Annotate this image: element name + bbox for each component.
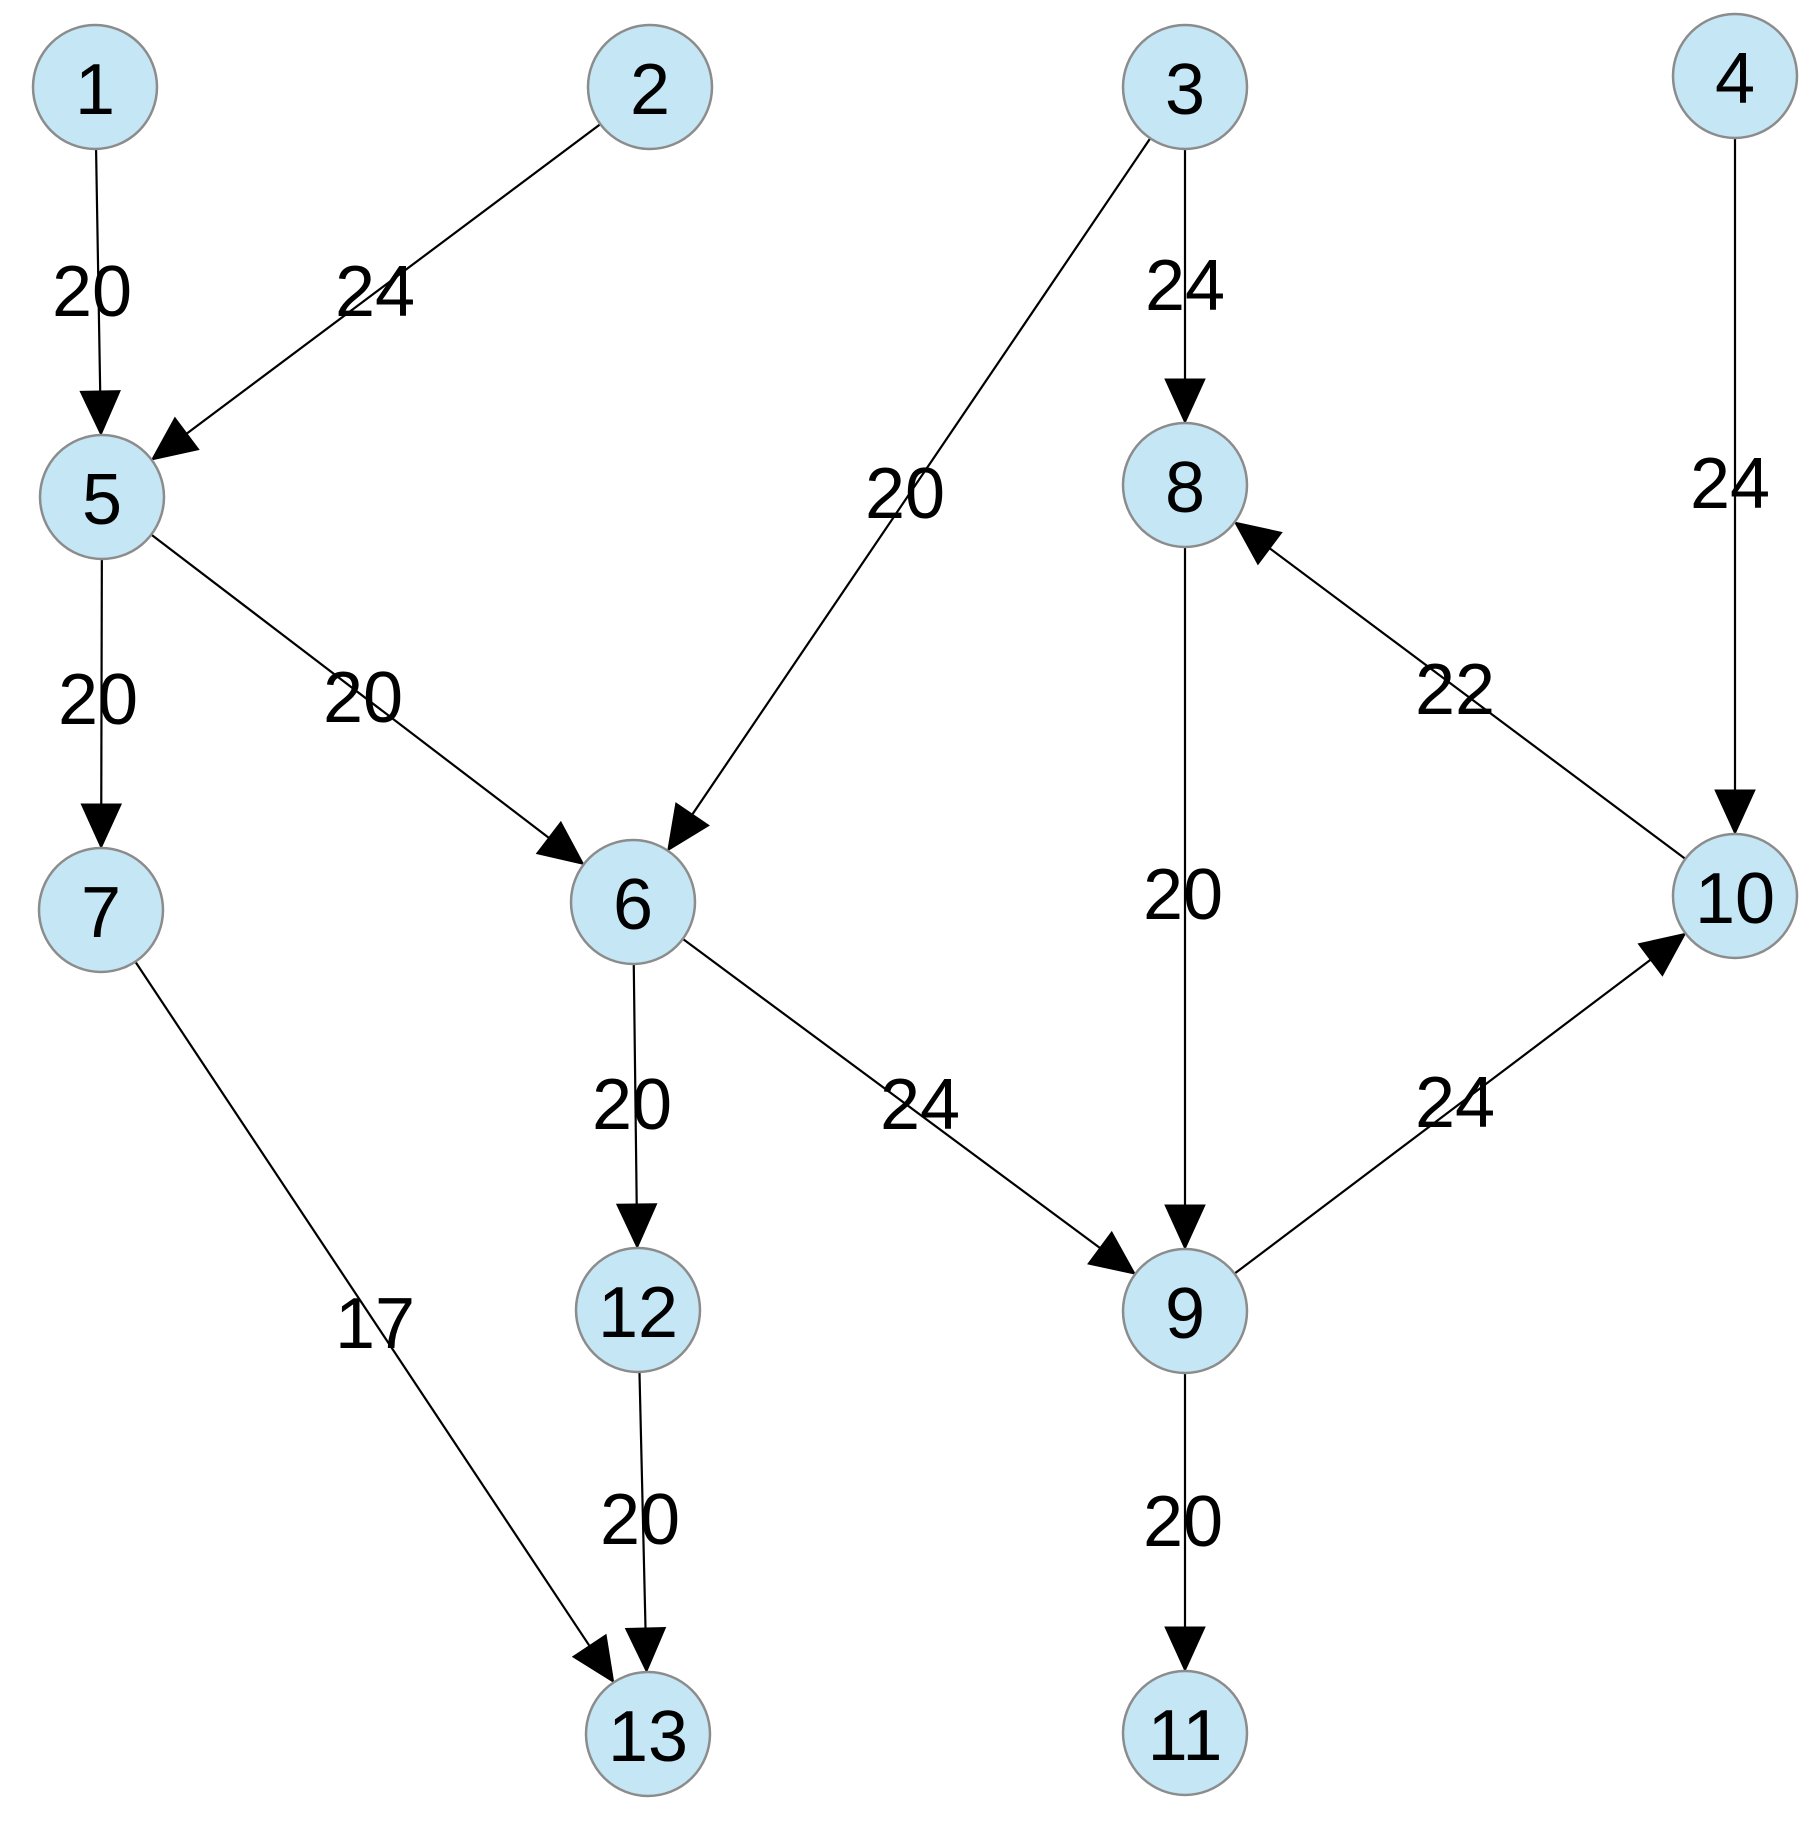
- edge-weight-label: 22: [1415, 650, 1495, 730]
- edge-weight-label: 24: [880, 1065, 960, 1145]
- edge-10-to-8: [1233, 521, 1686, 860]
- node-circle: [1121, 421, 1249, 549]
- edge-weight-label: 24: [335, 252, 415, 332]
- edge-weight-label: 20: [592, 1065, 672, 1145]
- node-5: 5: [38, 433, 166, 561]
- arrow-head-icon: [667, 802, 710, 852]
- arrow-head-icon: [624, 1627, 667, 1674]
- node-circle: [31, 23, 159, 151]
- edge-labels-layer: 20 24 20 24 24 20 20 22 20 20 24 24 17 20 20: [52, 246, 1770, 1562]
- edge-3-to-8: [1164, 149, 1206, 425]
- arrow-head-icon: [150, 416, 200, 461]
- edge-6-to-9: [682, 938, 1137, 1275]
- node-label: 4: [1715, 39, 1755, 119]
- node-circle: [1671, 12, 1799, 140]
- node-label: 2: [630, 50, 670, 130]
- edge-7-to-13: [134, 961, 615, 1684]
- node-circle: [586, 23, 714, 151]
- node-1: 1: [31, 23, 159, 151]
- node-label: 9: [1165, 1274, 1205, 1354]
- arrow-head-icon: [615, 1203, 658, 1250]
- node-label: 13: [608, 1697, 688, 1777]
- arrow-head-icon: [1714, 789, 1756, 836]
- node-circle: [37, 846, 165, 974]
- edge-6-to-12: [615, 963, 658, 1250]
- node-circle: [38, 433, 166, 561]
- arrow-head-icon: [1164, 1204, 1206, 1251]
- edge-line: [638, 1371, 647, 1629]
- node-label: 3: [1165, 50, 1205, 130]
- edge-line: [1269, 547, 1686, 860]
- node-10: 10: [1671, 832, 1799, 960]
- edge-line: [134, 961, 591, 1647]
- node-11: 11: [1121, 1669, 1249, 1797]
- node-circle: [1121, 23, 1249, 151]
- edge-9-to-10: [1233, 932, 1687, 1275]
- node-label: 12: [598, 1273, 678, 1353]
- edge-weight-label: 20: [600, 1480, 680, 1560]
- arrow-head-icon: [1164, 1626, 1206, 1673]
- node-12: 12: [574, 1246, 702, 1374]
- edge-9-to-11: [1164, 1373, 1206, 1673]
- node-9: 9: [1121, 1247, 1249, 1375]
- arrow-head-icon: [79, 390, 121, 437]
- edge-8-to-9: [1164, 547, 1206, 1251]
- edge-2-to-5: [150, 123, 602, 461]
- node-7: 7: [37, 846, 165, 974]
- node-circle: [1121, 1247, 1249, 1375]
- arrow-head-icon: [535, 820, 585, 866]
- node-4: 4: [1671, 12, 1799, 140]
- edge-weight-label: 20: [58, 660, 138, 740]
- edge-weight-label: 20: [1143, 855, 1223, 935]
- node-circle: [569, 838, 697, 966]
- edge-1-to-5: [79, 148, 121, 437]
- edge-line: [100, 558, 103, 805]
- edge-line: [150, 533, 550, 839]
- node-circle: [584, 1670, 712, 1798]
- node-label: 1: [75, 50, 115, 130]
- node-8: 8: [1121, 421, 1249, 549]
- edge-weight-label: 24: [1415, 1063, 1495, 1143]
- node-label: 7: [81, 873, 121, 953]
- node-2: 2: [586, 23, 714, 151]
- edge-weight-label: 20: [52, 252, 132, 332]
- edge-3-to-6: [667, 137, 1152, 852]
- edge-weight-label: 20: [323, 658, 403, 738]
- node-label: 11: [1148, 1696, 1223, 1776]
- edges-layer: [79, 123, 1756, 1684]
- edge-weight-label: 20: [1143, 1482, 1223, 1562]
- node-6: 6: [569, 838, 697, 966]
- edge-weight-label: 24: [1145, 246, 1225, 326]
- arrow-head-icon: [1233, 521, 1283, 566]
- edge-line: [682, 938, 1101, 1249]
- edge-line: [94, 148, 102, 392]
- node-13: 13: [584, 1670, 712, 1798]
- node-3: 3: [1121, 23, 1249, 151]
- node-label: 6: [613, 865, 653, 945]
- edge-5-to-6: [150, 533, 585, 866]
- edge-weight-label: 17: [335, 1284, 415, 1364]
- arrow-head-icon: [571, 1633, 615, 1684]
- arrow-head-icon: [1637, 932, 1687, 977]
- arrow-head-icon: [1087, 1230, 1137, 1275]
- edge-4-to-10: [1714, 138, 1756, 836]
- node-label: 5: [82, 460, 122, 540]
- edge-line: [632, 963, 638, 1205]
- edge-12-to-13: [624, 1371, 667, 1674]
- edge-5-to-7: [80, 558, 123, 850]
- node-circle: [574, 1246, 702, 1374]
- node-label: 10: [1695, 859, 1775, 939]
- edge-line: [186, 123, 602, 435]
- node-label: 8: [1165, 448, 1205, 528]
- arrow-head-icon: [1164, 378, 1206, 425]
- edge-line: [691, 137, 1152, 815]
- node-circle: [1671, 832, 1799, 960]
- arrow-head-icon: [80, 803, 123, 850]
- edge-line: [1233, 958, 1652, 1275]
- edge-weight-label: 24: [1690, 444, 1770, 524]
- edge-weight-label: 20: [865, 454, 945, 534]
- node-circle: [1121, 1669, 1249, 1797]
